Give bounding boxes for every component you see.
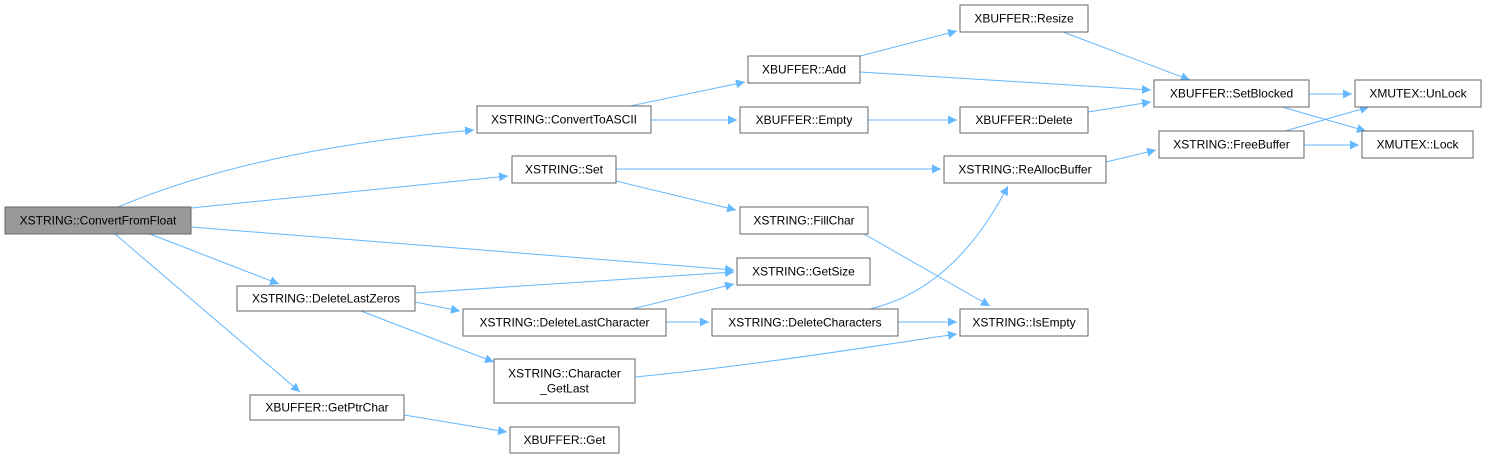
nodes-layer: XSTRING::ConvertFromFloat XSTRING::Conver…: [4, 4, 1482, 454]
edge-add-to-resize: [859, 28, 958, 57]
node-box-convertfromfloat: [4, 206, 192, 235]
node-label-empty: XBUFFER::Empty: [756, 113, 853, 127]
node-empty[interactable]: XBUFFER::Empty: [739, 106, 869, 134]
edge-convertfromfloat-to-converttoascii: [117, 126, 475, 208]
node-box-set: [511, 155, 617, 184]
node-label-convertfromfloat: XSTRING::ConvertFromFloat: [20, 214, 177, 228]
node-converttoascii[interactable]: XSTRING::ConvertToASCII: [476, 105, 652, 134]
node-box-getptrchar: [249, 394, 405, 421]
node-deletelastcharacter[interactable]: XSTRING::DeleteLastCharacter: [462, 308, 667, 337]
node-box-character_getlast: [493, 358, 636, 404]
node-box-deletelastzeros: [236, 285, 416, 312]
edges-layer: [114, 28, 1370, 435]
node-label-deletecharacters: XSTRING::DeleteCharacters: [728, 316, 881, 330]
node-reallocbuffer[interactable]: XSTRING::ReAllocBuffer: [943, 155, 1107, 184]
node-label-reallocbuffer: XSTRING::ReAllocBuffer: [958, 163, 1091, 177]
node-box-unlock: [1354, 79, 1482, 108]
edge-add-to-setblocked: [859, 71, 1152, 94]
node-getptrchar[interactable]: XBUFFER::GetPtrChar: [249, 394, 405, 421]
node-add[interactable]: XBUFFER::Add: [747, 55, 861, 84]
edge-set-to-fillchar: [615, 180, 737, 213]
node-label-freebuffer: XSTRING::FreeBuffer: [1173, 138, 1289, 152]
node-isempty[interactable]: XSTRING::IsEmpty: [959, 308, 1089, 337]
node-box-setblocked: [1153, 79, 1310, 108]
edge-deletecharacters-to-reallocbuffer: [869, 185, 1009, 310]
node-lock[interactable]: XMUTEX::Lock: [1361, 130, 1474, 159]
node-box-resize: [959, 4, 1089, 33]
node-label-isempty: XSTRING::IsEmpty: [972, 316, 1075, 330]
node-box-get: [509, 426, 620, 454]
node-setblocked[interactable]: XBUFFER::SetBlocked: [1153, 79, 1310, 108]
edge-getptrchar-to-get: [403, 414, 508, 435]
node-box-add: [747, 55, 861, 84]
node-label-fillchar: XSTRING::FillChar: [753, 214, 854, 228]
node-label-converttoascii: XSTRING::ConvertToASCII: [491, 113, 637, 127]
node-box-fillchar: [739, 206, 869, 235]
node-character_getlast[interactable]: XSTRING::Character_GetLast: [493, 358, 636, 404]
node-label-setblocked: XBUFFER::SetBlocked: [1170, 87, 1293, 101]
node-label-bufdelete: XBUFFER::Delete: [975, 113, 1073, 127]
node-box-isempty: [959, 308, 1089, 337]
edge-fillchar-to-isempty: [863, 233, 991, 307]
node-fillchar[interactable]: XSTRING::FillChar: [739, 206, 869, 235]
node-label-deletelastzeros: XSTRING::DeleteLastZeros: [252, 292, 400, 306]
node-deletecharacters[interactable]: XSTRING::DeleteCharacters: [711, 308, 899, 337]
node-label-character_getlast: XSTRING::Character: [508, 367, 621, 381]
node-label-deletelastcharacter: XSTRING::DeleteLastCharacter: [479, 316, 649, 330]
edge-deletelastzeros-to-character_getlast: [360, 310, 495, 363]
node-resize[interactable]: XBUFFER::Resize: [959, 4, 1089, 33]
edge-bufdelete-to-setblocked: [1087, 98, 1152, 113]
node-convertfromfloat[interactable]: XSTRING::ConvertFromFloat: [4, 206, 192, 235]
node-label-getptrchar: XBUFFER::GetPtrChar: [265, 401, 388, 415]
edge-convertfromfloat-to-set: [190, 172, 509, 209]
node-label-resize: XBUFFER::Resize: [974, 12, 1074, 26]
edge-convertfromfloat-to-getptrchar: [114, 233, 301, 393]
node-label-unlock: XMUTEX::UnLock: [1369, 87, 1467, 101]
edge-reallocbuffer-to-freebuffer: [1105, 147, 1157, 163]
edge-setblocked-to-lock: [1281, 106, 1367, 133]
edge-convertfromfloat-to-getsize: [190, 226, 735, 274]
node-box-lock: [1361, 130, 1474, 159]
node-box-empty: [739, 106, 869, 134]
node-deletelastzeros[interactable]: XSTRING::DeleteLastZeros: [236, 285, 416, 312]
node-get[interactable]: XBUFFER::Get: [509, 426, 620, 454]
edge-freebuffer-to-unlock: [1284, 105, 1370, 132]
edge-character_getlast-to-isempty: [634, 330, 958, 378]
node-box-bufdelete: [959, 106, 1089, 134]
node-unlock[interactable]: XMUTEX::UnLock: [1354, 79, 1482, 108]
node-freebuffer[interactable]: XSTRING::FreeBuffer: [1158, 130, 1305, 159]
node-label-add: XBUFFER::Add: [762, 63, 846, 77]
node-box-freebuffer: [1158, 130, 1305, 159]
node-set[interactable]: XSTRING::Set: [511, 155, 617, 184]
node-box-deletecharacters: [711, 308, 899, 337]
node-box-getsize: [736, 257, 871, 286]
node-box-reallocbuffer: [943, 155, 1107, 184]
node-box-converttoascii: [476, 105, 652, 134]
edge-deletelastzeros-to-deletelastcharacter: [414, 301, 461, 314]
edge-convertfromfloat-to-deletelastzeros: [149, 233, 280, 285]
edge-converttoascii-to-add: [629, 79, 746, 107]
edge-deletelastcharacter-to-getsize: [631, 281, 735, 310]
node-label-getsize: XSTRING::GetSize: [752, 265, 855, 279]
node-label-character_getlast: _GetLast: [539, 382, 589, 396]
edge-deletelastzeros-to-getsize: [414, 268, 735, 294]
node-bufdelete[interactable]: XBUFFER::Delete: [959, 106, 1089, 134]
node-getsize[interactable]: XSTRING::GetSize: [736, 257, 871, 286]
node-box-deletelastcharacter: [462, 308, 667, 337]
node-label-lock: XMUTEX::Lock: [1376, 138, 1459, 152]
edge-resize-to-setblocked: [1062, 31, 1191, 82]
node-label-set: XSTRING::Set: [525, 163, 604, 177]
node-label-get: XBUFFER::Get: [523, 433, 606, 447]
